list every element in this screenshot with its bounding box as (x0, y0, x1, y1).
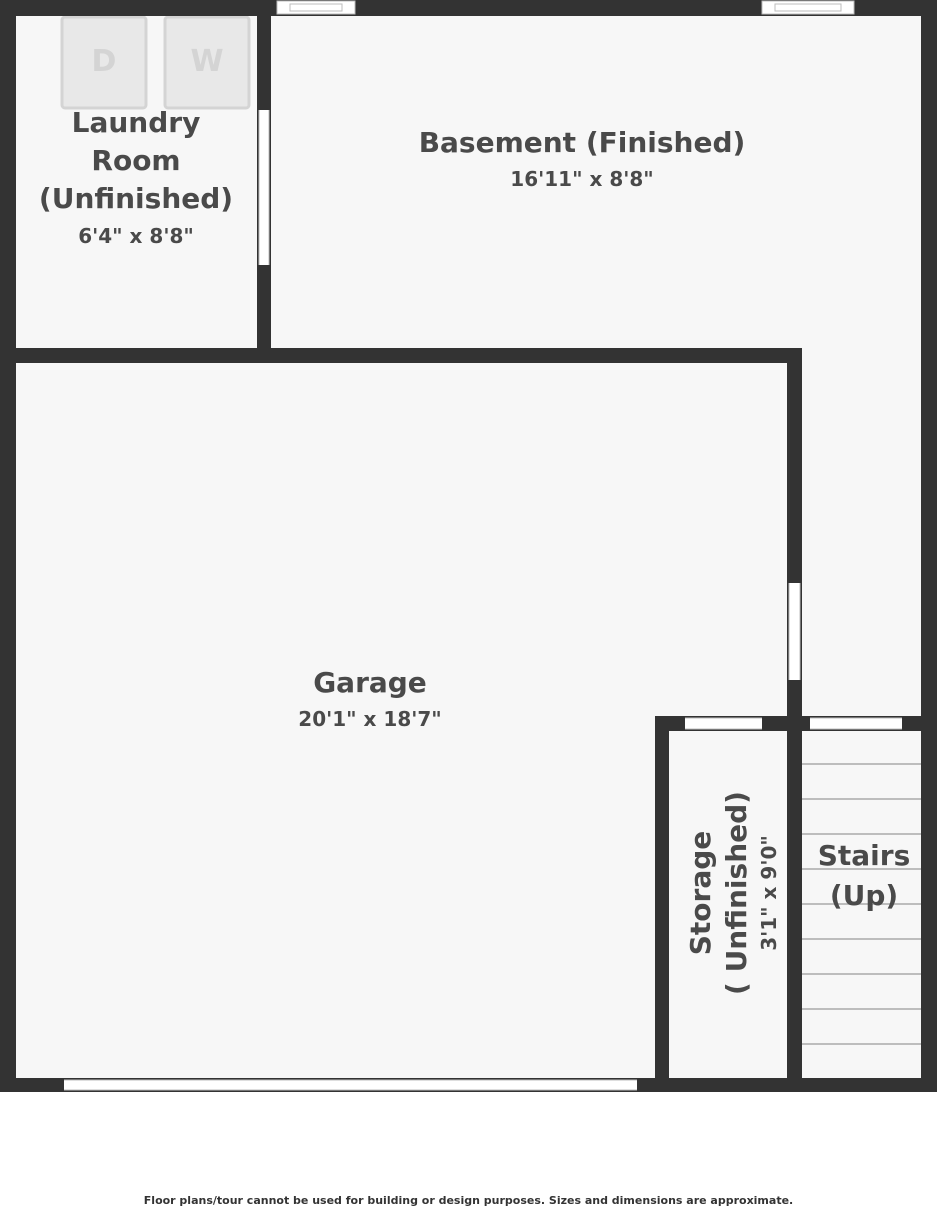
room-stairs: Stairs (Up) (818, 839, 911, 912)
wall-right (921, 0, 937, 1092)
dryer-label: D (92, 44, 117, 79)
floor-areas (8, 8, 929, 1086)
room-garage: Garage 20'1" x 18'7" (298, 666, 441, 731)
washer-icon (163, 15, 251, 110)
window-frame (774, 3, 842, 12)
laundry-name-line-3: (Unfinished) (39, 182, 233, 215)
laundry-name-line-1: Laundry (72, 106, 201, 139)
garage-dimensions: 20'1" x 18'7" (298, 707, 441, 731)
stairs-name-line-1: Stairs (818, 839, 911, 872)
laundry-name-line-2: Room (91, 144, 180, 177)
doorway-garage-right (789, 583, 800, 680)
garage-door (64, 1080, 637, 1090)
laundry-dimensions: 6'4" x 8'8" (78, 224, 194, 248)
floor-fill (8, 8, 929, 1086)
storage-name-line-2: ( Unfinished) (720, 791, 753, 995)
room-laundry: Laundry Room (Unfinished) 6'4" x 8'8" (39, 106, 233, 248)
washer: W (163, 15, 251, 110)
storage-dimensions: 3'1" x 9'0" (757, 835, 781, 951)
opening-stairs (810, 718, 902, 729)
openings (64, 0, 902, 1091)
room-basement: Basement (Finished) 16'11" x 8'8" (419, 126, 746, 191)
stair-treads (801, 763, 922, 1045)
wall-garage-top (0, 348, 802, 363)
floor-plan: D W (0, 0, 937, 1092)
wall-storage-left (655, 716, 669, 1092)
room-storage: Storage ( Unfinished) 3'1" x 9'0" (684, 791, 781, 995)
basement-dimensions: 16'11" x 8'8" (510, 167, 653, 191)
window-top-right (761, 0, 855, 15)
doorway-laundry (259, 110, 269, 265)
disclaimer-text: Floor plans/tour cannot be used for buil… (143, 1194, 794, 1207)
dryer: D (60, 15, 148, 110)
wall-left (0, 0, 16, 1092)
window-frame (289, 3, 343, 12)
garage-name: Garage (313, 666, 427, 699)
stairs-name-line-2: (Up) (830, 879, 898, 912)
dryer-icon (60, 15, 148, 110)
doorway-storage (685, 718, 762, 729)
window-top-left (276, 0, 356, 15)
basement-name: Basement (Finished) (419, 126, 746, 159)
washer-label: W (190, 44, 223, 79)
wall-top (0, 0, 937, 16)
storage-name-line-1: Storage (684, 831, 717, 956)
